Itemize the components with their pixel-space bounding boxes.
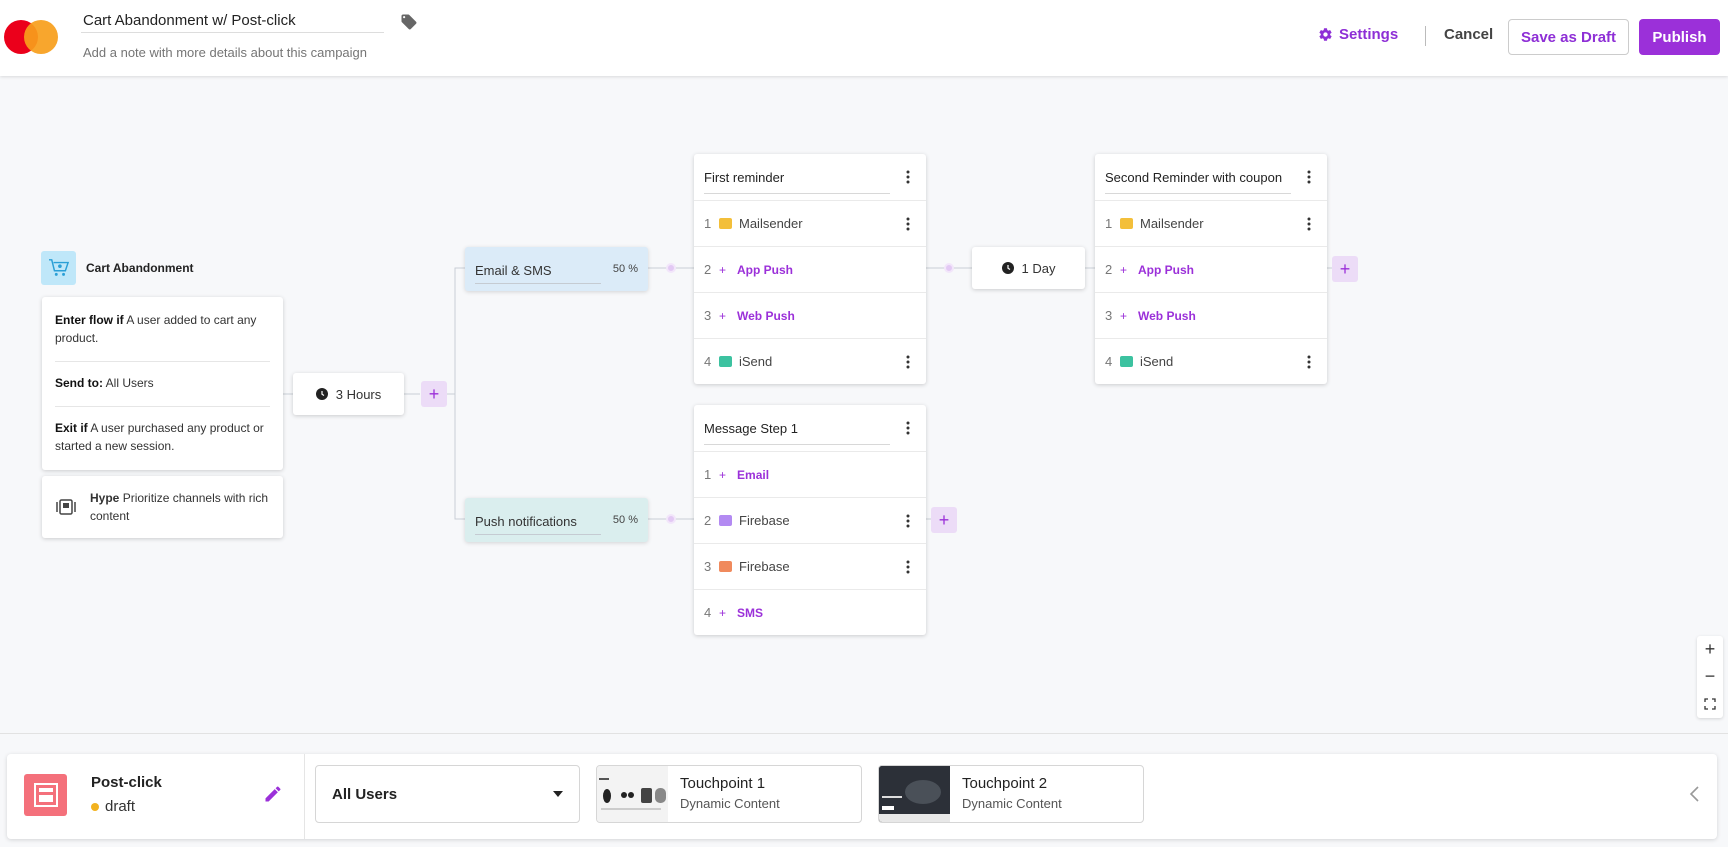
post-click-panel: Post-click draft All Users Touchpoint 1 … [7,754,1717,839]
touchpoint-card[interactable]: Touchpoint 1 Dynamic Content [596,765,862,823]
delay-label: 1 Day [1021,260,1056,276]
post-click-title: Post-click [91,774,162,791]
settings-button[interactable]: Settings [1318,26,1398,43]
delay-label: 3 Hours [335,386,382,402]
channel-row[interactable]: 1 Mailsender [694,200,926,246]
brand-logo [4,20,58,54]
hype-card[interactable]: Hype Prioritize channels with rich conte… [42,476,283,538]
step-name[interactable]: Message Step 1 [704,411,890,445]
mail-icon [1120,218,1133,229]
split-percent: 50 % [612,514,638,526]
web-push-icon [719,561,732,572]
more-options-icon[interactable] [900,420,916,436]
delay-3-hours[interactable]: 3 Hours [293,373,404,415]
mail-icon [719,218,732,229]
app-push-icon [719,515,732,526]
clock-icon [315,388,328,400]
touchpoint-title: Touchpoint 1 [680,775,766,792]
split-push-notifications[interactable]: Push notifications 50 % [465,498,648,542]
clock-icon [1001,262,1014,274]
more-options-icon[interactable] [900,216,916,232]
campaign-header: Settings Cancel Save as Draft Publish [0,0,1728,76]
sms-icon [719,356,732,367]
settings-label: Settings [1339,26,1399,43]
step-second-reminder[interactable]: Second Reminder with coupon 1 Mailsender… [1095,154,1327,384]
cart-icon [41,251,76,285]
fit-screen-icon[interactable] [1697,690,1723,717]
add-channel-row[interactable]: 3 +Web Push [694,292,926,338]
sms-icon [1120,356,1133,367]
more-options-icon[interactable] [900,169,916,185]
add-step-button[interactable]: + [931,507,957,533]
status-badge: draft [91,798,135,815]
add-channel-row[interactable]: 2 +App Push [1095,246,1327,292]
trigger-conditions-card[interactable]: Enter flow if A user added to cart any p… [42,297,283,470]
delay-1-day[interactable]: 1 Day [972,247,1085,289]
more-options-icon[interactable] [900,513,916,529]
connector-node[interactable] [666,514,676,524]
campaign-title-input[interactable] [81,9,384,33]
more-options-icon[interactable] [900,559,916,575]
pencil-icon[interactable] [263,784,283,804]
cancel-button[interactable]: Cancel [1444,26,1494,43]
connector-node[interactable] [944,263,954,273]
split-label: Push notifications [475,514,601,535]
campaign-note-input[interactable] [81,42,411,62]
touchpoint-card[interactable]: Touchpoint 2 Dynamic Content [878,765,1144,823]
gear-icon [1319,28,1332,41]
audience-select[interactable]: All Users [315,765,580,823]
header-divider [1425,26,1426,46]
channel-row[interactable]: 2 Firebase [694,497,926,543]
chevron-down-icon [553,791,563,797]
add-channel-row[interactable]: 4 +SMS [694,589,926,635]
split-email-sms[interactable]: Email & SMS 50 % [465,247,648,291]
tag-icon[interactable] [400,13,418,31]
step-name[interactable]: Second Reminder with coupon [1105,160,1291,194]
add-channel-row[interactable]: 1 +Email [694,451,926,497]
chevron-left-icon[interactable] [1687,784,1703,804]
bottom-divider [0,733,1728,734]
hype-icon [56,499,76,515]
hype-text: Hype Prioritize channels with rich conte… [90,491,269,523]
add-channel-row[interactable]: 2 +App Push [694,246,926,292]
post-click-icon [24,774,67,816]
touchpoint-thumbnail [879,766,950,822]
channel-row[interactable]: 4 iSend [694,338,926,384]
save-draft-button[interactable]: Save as Draft [1508,19,1629,55]
publish-button[interactable]: Publish [1639,19,1720,55]
zoom-out-icon[interactable]: − [1704,666,1716,686]
channel-row[interactable]: 3 Firebase [694,543,926,589]
split-label: Email & SMS [475,263,601,284]
step-name[interactable]: First reminder [704,160,890,194]
zoom-in-icon[interactable]: + [1704,639,1716,659]
touchpoint-thumbnail [597,766,668,822]
split-percent: 50 % [612,263,638,275]
add-step-button[interactable]: + [1332,256,1358,282]
more-options-icon[interactable] [1301,169,1317,185]
more-options-icon[interactable] [1301,216,1317,232]
send-to-condition: Send to: All Users [55,376,154,390]
more-options-icon[interactable] [1301,354,1317,370]
add-step-button[interactable]: + [421,381,447,407]
channel-row[interactable]: 1 Mailsender [1095,200,1327,246]
touchpoint-subtitle: Dynamic Content [680,796,780,811]
more-options-icon[interactable] [900,354,916,370]
enter-condition: Enter flow if A user added to cart any p… [55,313,257,345]
trigger-title: Cart Abandonment [86,261,194,275]
trigger-header[interactable]: Cart Abandonment [41,251,194,285]
touchpoint-title: Touchpoint 2 [962,775,1048,792]
add-channel-row[interactable]: 3 +Web Push [1095,292,1327,338]
step-message-step-1[interactable]: Message Step 1 1 +Email 2 Firebase 3 Fir… [694,405,926,635]
touchpoint-subtitle: Dynamic Content [962,796,1062,811]
channel-row[interactable]: 4 iSend [1095,338,1327,384]
exit-condition: Exit if A user purchased any product or … [55,421,264,453]
step-first-reminder[interactable]: First reminder 1 Mailsender 2 +App Push … [694,154,926,384]
connector-node[interactable] [666,263,676,273]
zoom-controls: + − [1697,636,1723,718]
